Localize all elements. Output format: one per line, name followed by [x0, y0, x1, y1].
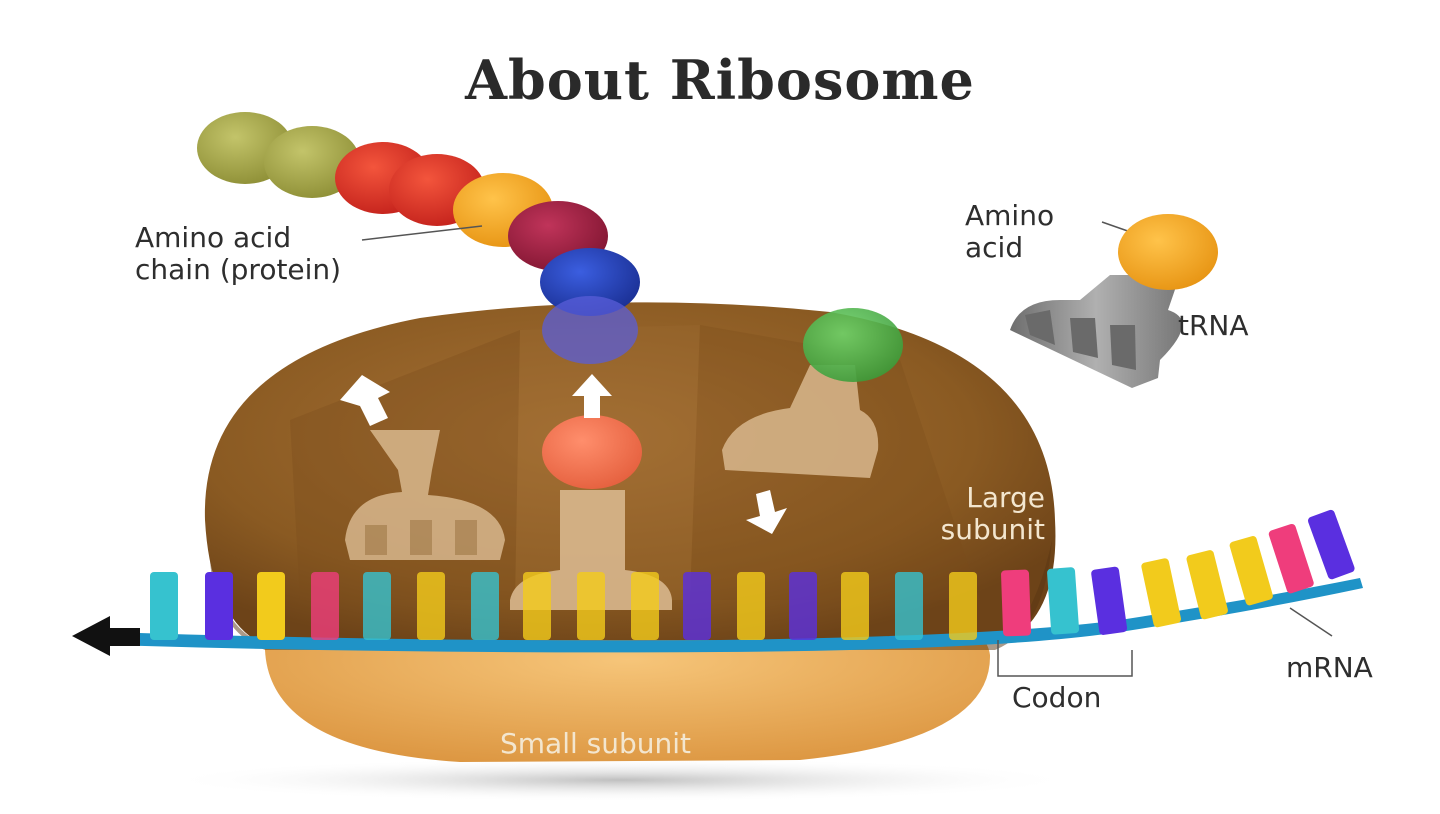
mrna-base: [1307, 509, 1356, 581]
mrna-base: [150, 572, 178, 640]
mrna-base: [311, 572, 339, 640]
mrna-base: [789, 572, 817, 640]
mrna-base: [1001, 569, 1031, 636]
mrna-base: [949, 572, 977, 640]
floor-shadow: [160, 758, 1080, 802]
mrna-base: [1047, 567, 1080, 635]
mrna-base: [895, 572, 923, 640]
mrna-base: [205, 572, 233, 640]
small-subunit-label: Small subunit: [500, 728, 691, 760]
codon-label: Codon: [1012, 682, 1101, 714]
large-subunit-label: Large subunit: [905, 482, 1045, 546]
mrna-base: [471, 572, 499, 640]
mrna-base: [1268, 523, 1315, 594]
trna-label: tRNA: [1178, 310, 1249, 342]
mrna-base: [577, 572, 605, 640]
free-trna: [1010, 275, 1182, 388]
mrna-base: [841, 572, 869, 640]
mrna-base: [257, 572, 285, 640]
mrna-base: [1229, 535, 1274, 606]
amino-acid-bead-green: [803, 308, 903, 382]
amino-acid-bead-salmon: [542, 415, 642, 489]
mrna-base: [631, 572, 659, 640]
mrna-base: [417, 572, 445, 640]
mrna-base: [737, 572, 765, 640]
mrna-label: mRNA: [1286, 652, 1373, 684]
free-amino-acid-bead: [1118, 214, 1218, 290]
page-title: About Ribosome: [0, 48, 1440, 112]
amino-acid-chain-label: Amino acid chain (protein): [135, 222, 341, 286]
mrna-base: [523, 572, 551, 640]
amino-acid-label: Amino acid: [965, 200, 1054, 264]
mrna-pointer-line: [1290, 608, 1332, 636]
arrow-left-icon: [72, 616, 140, 656]
mrna-base: [363, 572, 391, 640]
codon-bracket: [998, 640, 1132, 676]
mrna-base: [683, 572, 711, 640]
